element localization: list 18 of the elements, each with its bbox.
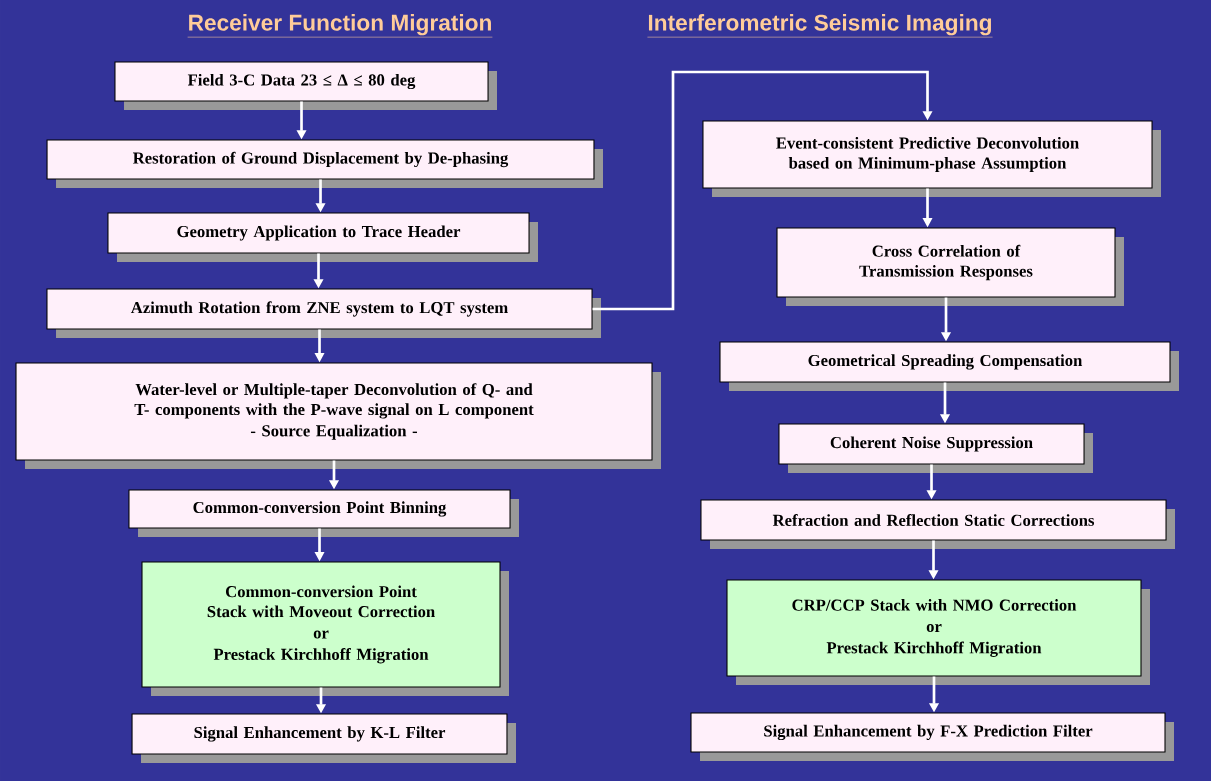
- process-box: Signal Enhancement by F-X Prediction Filter: [690, 712, 1174, 761]
- process-box: CRP/CCP Stack with NMO Correction or Prestack Kirchhoff Migration: [726, 579, 1150, 685]
- process-box: Restoration of Ground Displacement by De-phasing: [46, 139, 603, 188]
- process-box: Geometrical Spreading Compensation: [719, 341, 1179, 391]
- process-box: Geometry Application to Trace Header: [107, 212, 538, 262]
- process-box: Common-conversion Point Binning: [128, 489, 519, 537]
- process-box: Signal Enhancement by K-L Filter: [131, 713, 516, 763]
- heading: Receiver Function Migration: [187, 14, 493, 38]
- process-box: Cross Correlation of Transmission Responses: [776, 227, 1124, 306]
- arrow: [592, 70, 933, 311]
- process-box: Common-conversion Point Stack with Moveout Correction or Prestack Kirchhoff Migration: [141, 561, 509, 696]
- process-box: Azimuth Rotation from ZNE system to LQT system: [46, 288, 601, 338]
- process-box: Coherent Noise Suppression: [778, 423, 1093, 473]
- process-box: Event-consistent Predictive Deconvolution based on Minimum-phase Assumption: [702, 120, 1161, 197]
- process-box: Water-level or Multiple-taper Deconvolution of Q- and T- components with the P-wave signal on L component - Source Equalization -: [15, 362, 661, 469]
- heading: Interferometric Seismic Imaging: [647, 14, 993, 38]
- process-box: Field 3-C Data 23 ≤ Δ ≤ 80 deg: [114, 61, 497, 110]
- process-box: Refraction and Reflection Static Corrections: [700, 499, 1175, 549]
